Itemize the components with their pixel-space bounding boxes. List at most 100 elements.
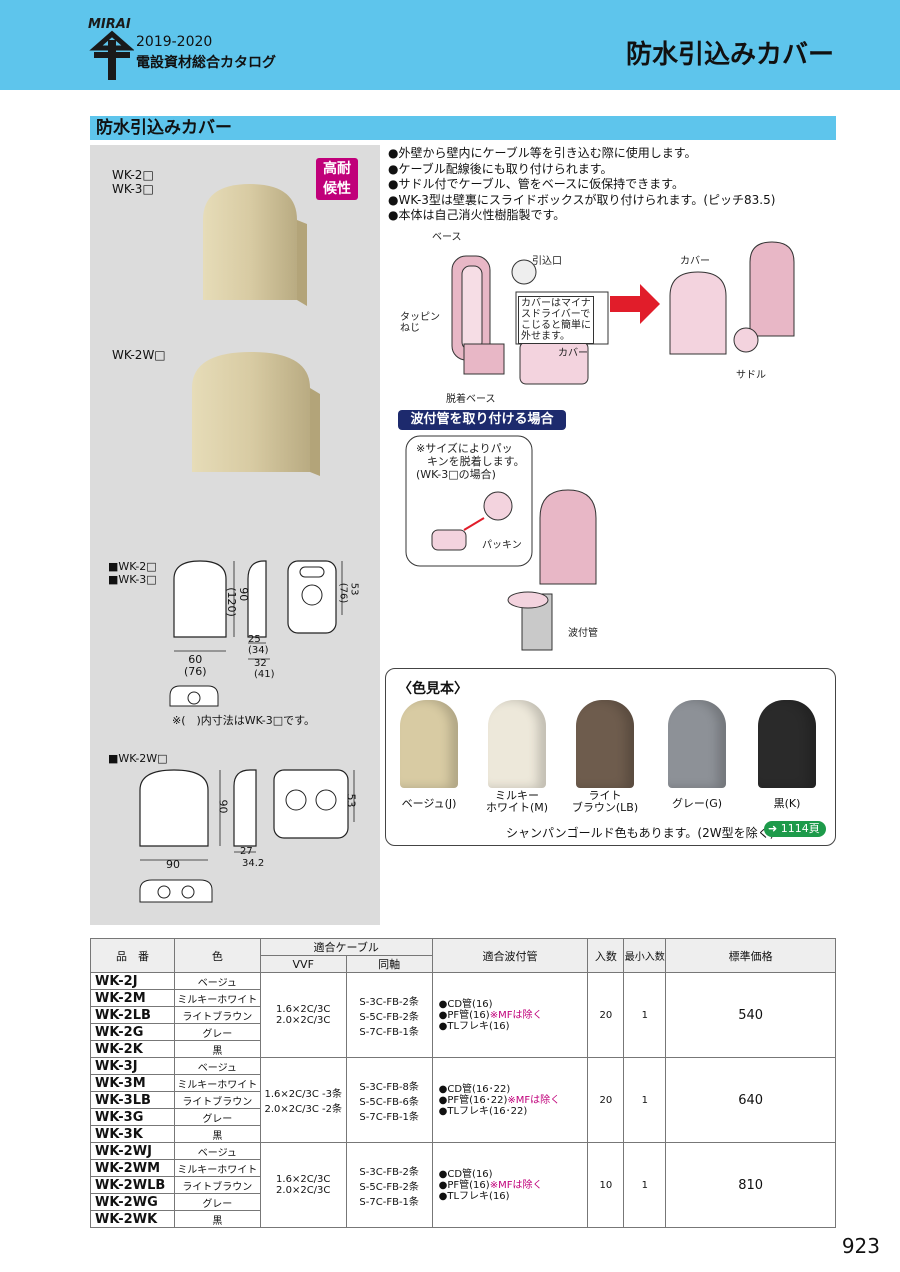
compatible-pipe: ●CD管(16)●PF管(16)※MFは除く●TLフレキ(16) [431,972,589,1058]
product-color: グレー [173,1108,261,1126]
min-quantity: 1 [623,1057,667,1143]
section-bar [90,116,836,140]
price: 540 [665,972,836,1058]
color-swatch-label: ライト ブラウン(LB) [571,789,639,814]
header-vvf: VVF [259,955,347,973]
pipe-tl: ●TLフレキ(16) [438,1190,510,1202]
product-code: WK-2J [90,972,175,990]
color-swatch [576,700,634,788]
header-coax: 同軸 [345,955,433,973]
compatible-pipe: ●CD管(16)●PF管(16)※MFは除く●TLフレキ(16) [431,1142,589,1228]
color-swatch-label: ミルキー ホワイト(M) [485,789,549,814]
product-color: グレー [173,1023,261,1041]
dimension-drawing-wk23 [173,560,343,660]
product-color: ライトブラウン [173,1091,261,1109]
pipe-pf-note: ※MFは除く [489,1179,543,1191]
dim-wk2w-hole: 53 [344,793,358,808]
installation-diagram [451,241,795,385]
product-code: WK-3G [90,1108,175,1126]
page-header [0,0,900,90]
bottom-view-wk2w [139,879,213,903]
header-pipe: 適合波付管 [431,938,589,973]
product-color: ライトブラウン [173,1176,261,1194]
pipe-pf: ●PF管(16)※MFは除く [439,1180,588,1191]
dim-wk23-hole: 53 (76) [337,582,360,604]
callout-cover: カバー [680,256,710,267]
coax-cable: S-3C-FB-2条 S-5C-FB-2条 S-7C-FB-1条 [345,972,433,1058]
product-color: ベージュ [173,1142,261,1160]
price: 640 [665,1057,836,1143]
dim-wk23-depth2: 32 (41) [254,658,275,680]
feature-list: ●外壁から壁内にケーブル等を引き込む際に使用します。 ●ケーブル配線後にも取り付… [388,146,775,224]
dim-label-wk23: ■WK-2□ ■WK-3□ [108,560,157,586]
price: 810 [665,1142,836,1228]
label-wk2-wk3: WK-2□ WK-3□ [112,168,154,196]
product-color: 黒 [173,1040,261,1058]
page-reference-badge[interactable]: ➜ 1114頁 [764,821,826,837]
dim-note: ※( )内寸法はWK-3□です。 [172,714,315,727]
callout-screw: タッピン ねじ [400,312,440,334]
pipe-tl: ●TLフレキ(16) [438,1020,510,1032]
color-swatch [488,700,546,788]
dim-label-wk2w: ■WK-2W□ [108,752,168,765]
pipe-pf-note: ※MFは除く [489,1009,543,1021]
callout-cover-small: カバー [558,348,588,359]
product-code: WK-3K [90,1125,175,1143]
color-swatch [758,700,816,788]
product-photo-wk2w [192,352,320,476]
header-price: 標準価格 [665,938,836,973]
color-swatch-label: グレー(G) [671,797,723,810]
dim-wk2w-width: 90 [166,858,180,871]
dim-wk23-height: 90 (120) [224,587,250,617]
dim-wk2w-depth2: 34.2 [242,858,265,869]
callout-wave-pipe: 波付管 [568,628,598,639]
quantity: 20 [587,972,625,1058]
header-code: 品 番 [90,938,175,973]
compatible-pipe: ●CD管(16･22)●PF管(16･22)※MFは除く●TLフレキ(16･22… [431,1057,589,1143]
weather-resistant-badge: 高耐 候性 [316,158,358,200]
product-code: WK-2M [90,989,175,1007]
pipe-pf: ●PF管(16)※MFは除く [439,1010,588,1021]
feature-item: ●サドル付でケーブル、管をベースに仮保持できます。 [388,177,684,192]
callout-packing: パッキン [482,540,522,551]
dim-wk2w-depth1: 27 [240,846,253,857]
callout-hint: カバーはマイナ スドライバーで こじると簡単に 外せます。 [518,296,594,344]
product-color: ミルキーホワイト [173,989,261,1007]
feature-item: ●外壁から壁内にケーブル等を引き込む際に使用します。 [388,146,697,160]
pipe-cd: ●CD管(16･22) [438,1083,511,1095]
header-cable: 適合ケーブル [259,938,433,956]
page-number: 923 [841,1234,880,1258]
page-reference: 1114頁 [780,822,820,835]
catalog-year: 2019-2020 [136,34,213,50]
color-swatch [668,700,726,788]
product-color: ライトブラウン [173,1006,261,1024]
pipe-pf-label: ●PF管(16) [438,1009,490,1021]
coax-cable: S-3C-FB-2条 S-5C-FB-2条 S-7C-FB-1条 [345,1142,433,1228]
header-color: 色 [173,938,261,973]
product-code: WK-2WJ [90,1142,175,1160]
callout-base: ベース [432,232,462,243]
vvf-cable: 1.6×2C/3C 2.0×2C/3C [259,1142,347,1228]
wave-pipe-heading: 波付管を取り付ける場合 [398,410,566,430]
wave-pipe-diagram [405,435,597,651]
color-swatch-label: ベージュ(J) [401,797,457,810]
pipe-pf-label: ●PF管(16) [438,1179,490,1191]
dim-wk2w-height: 90 [216,799,230,814]
dim-wk23-depth1: 25 (34) [248,634,269,656]
product-color: グレー [173,1193,261,1211]
dim-wk23-width: 60 (76) [184,653,207,678]
logo-text: MIRAI [88,17,131,32]
product-color: 黒 [173,1210,261,1228]
bottom-view-wk23 [169,685,219,707]
pipe-pf-label: ●PF管(16･22) [438,1094,508,1106]
feature-item: ●WK-3型は壁裏にスライドボックスが取り付けられます。(ピッチ83.5) [388,192,776,207]
dimension-drawing-wk2w [139,769,355,861]
pipe-tl: ●TLフレキ(16･22) [438,1105,528,1117]
